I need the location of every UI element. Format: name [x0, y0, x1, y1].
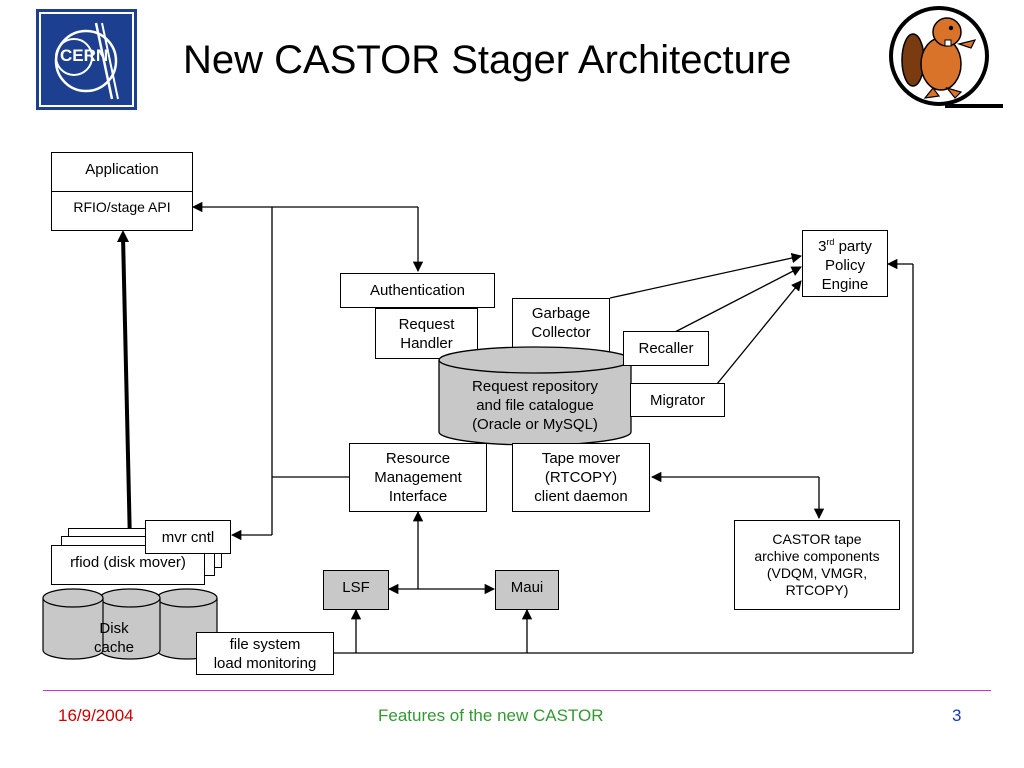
resource-management-interface-node: Resource Management Interface — [349, 443, 487, 512]
authentication-node: Authentication — [340, 273, 495, 308]
application-node: Application RFIO/stage API — [51, 152, 193, 231]
garbage-collector-node: Garbage Collector — [512, 298, 610, 353]
recaller-node: Recaller — [623, 331, 709, 366]
migrator-node: Migrator — [630, 383, 725, 417]
policy-engine-label: 3rd party Policy Engine — [818, 233, 872, 294]
request-repository-node: Request repository and file catalogue (O… — [438, 346, 632, 446]
castor-beaver-logo — [885, 4, 1007, 110]
mvr-cntl-node: mvr cntl — [145, 520, 231, 554]
slide-title: New CASTOR Stager Architecture — [183, 38, 792, 82]
policy-engine-sup: rd — [826, 237, 835, 247]
fs-load-monitoring-node: file system load monitoring — [196, 632, 334, 675]
maui-node: Maui — [495, 570, 559, 610]
page-number: 3 — [952, 706, 962, 725]
disk-cache-node: Disk cache — [41, 588, 219, 660]
request-repository-label: Request repository and file catalogue (O… — [472, 378, 598, 433]
footer-date: 16/9/2004 — [58, 706, 134, 725]
tape-mover-node: Tape mover (RTCOPY) client daemon — [512, 443, 650, 512]
policy-engine-rest: party Policy Engine — [821, 238, 872, 293]
castor-tape-archive-node: CASTOR tape archive components (VDQM, VM… — [734, 520, 900, 610]
footer-divider — [43, 690, 991, 691]
policy-engine-ordinal: 3 — [818, 238, 827, 255]
footer-title: Features of the new CASTOR — [378, 706, 604, 725]
disk-cache-label: Disk cache — [93, 620, 135, 656]
rfiod-node: rfiod (disk mover) — [51, 545, 205, 585]
svg-text:CERN: CERN — [60, 46, 108, 65]
request-handler-node: Request Handler — [375, 308, 478, 359]
application-label: Application — [52, 153, 192, 192]
rfio-api-label: RFIO/stage API — [73, 199, 171, 215]
lsf-node: LSF — [323, 570, 389, 610]
cern-logo: CERN — [36, 9, 137, 110]
policy-engine-node: 3rd party Policy Engine — [802, 230, 888, 297]
